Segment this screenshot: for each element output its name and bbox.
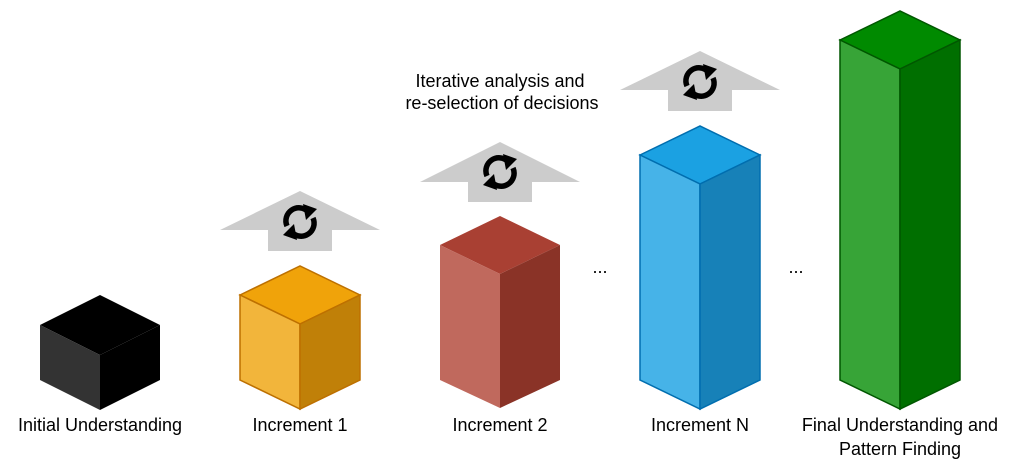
stage-final-label-line-2: Pattern Finding — [838, 439, 962, 459]
stage-increment-n-block — [638, 125, 762, 411]
final-block-side — [899, 38, 961, 411]
stage-final-block — [838, 10, 962, 411]
initial-block-side — [100, 325, 160, 410]
ellipsis-2: ... — [788, 257, 804, 277]
stage-increment-n-label: Increment N — [650, 415, 750, 435]
stage-increment-2-block — [440, 216, 560, 408]
final-block-front — [839, 38, 901, 411]
stage-initial-block — [40, 295, 160, 410]
stage-final-label-line-1: Final Understanding and — [801, 415, 999, 435]
stage-initial-label: Initial Understanding — [17, 415, 183, 435]
increment-1-block-side — [299, 293, 361, 411]
annotation-line-2: re-selection of decisions — [405, 93, 599, 113]
iteration-arrow-1 — [220, 191, 380, 251]
increment-n-block-side — [699, 153, 761, 411]
increment-2-block-front — [440, 245, 500, 408]
initial-block-front — [40, 325, 100, 410]
ellipsis-1: ... — [592, 257, 608, 277]
iteration-arrow-2 — [420, 142, 580, 202]
increment-n-block-front — [639, 153, 701, 411]
increment-2-block-side — [500, 245, 560, 408]
stage-increment-1-block — [238, 265, 362, 411]
stage-increment-1-label: Increment 1 — [252, 415, 348, 435]
stage-increment-2-label: Increment 2 — [452, 415, 548, 435]
annotation-line-1: Iterative analysis and — [415, 71, 585, 91]
iteration-arrow-n — [620, 51, 780, 111]
